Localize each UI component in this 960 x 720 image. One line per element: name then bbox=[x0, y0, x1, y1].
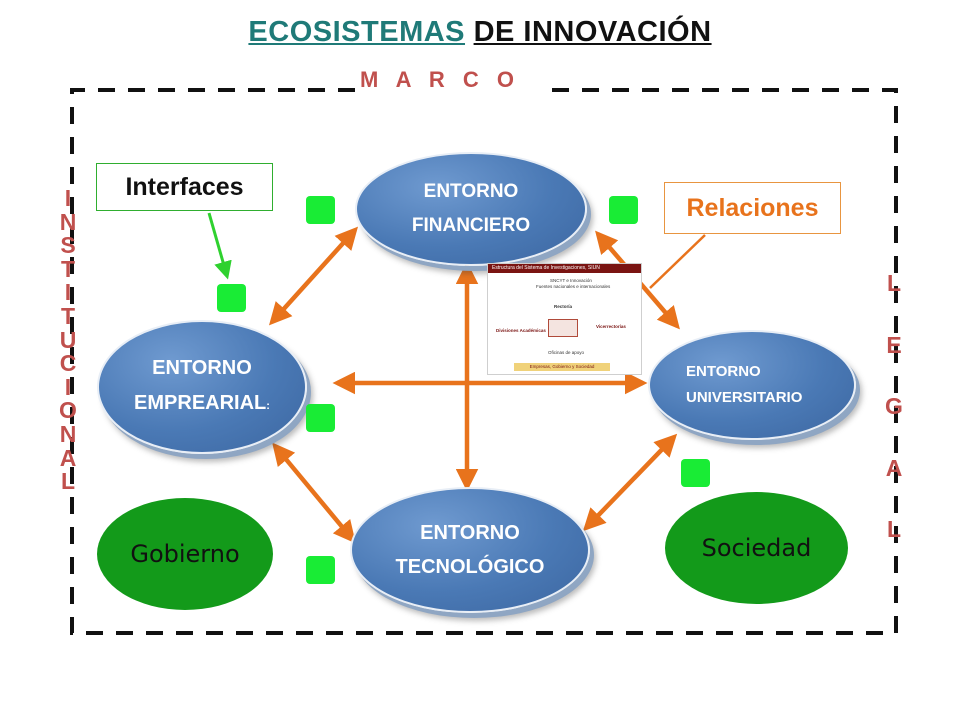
legal-letter: G bbox=[885, 393, 903, 419]
node-line: ENTORNO bbox=[420, 522, 520, 544]
node-line: FINANCIERO bbox=[411, 215, 531, 236]
interface-square bbox=[306, 196, 335, 224]
institucional-letter: N bbox=[59, 420, 77, 447]
node-line: EMPREARIAL: bbox=[134, 386, 270, 424]
interface-square bbox=[306, 556, 335, 584]
institucional-letter: A bbox=[59, 444, 77, 471]
label-legal: L E G A L bbox=[872, 253, 916, 561]
interface-square bbox=[217, 284, 246, 312]
legal-letter: E bbox=[886, 331, 902, 358]
thumbnail-line1: SNCYT e Innovación bbox=[550, 278, 592, 283]
arrow-universitario-tecnologico bbox=[582, 433, 678, 532]
node-entorno-empresarial: ENTORNO EMPREARIAL: bbox=[97, 320, 307, 454]
thumbnail-vicerrectorias: Vicerrectorías bbox=[596, 324, 626, 329]
institucional-letter: O bbox=[59, 397, 77, 424]
institucional-letter: S bbox=[60, 232, 76, 259]
node-entorno-financiero: ENTORNO FINANCIERO bbox=[355, 152, 587, 266]
thumbnail-header: Estructura del Sistema de Investigacione… bbox=[488, 264, 641, 273]
institucional-letter: I bbox=[64, 373, 72, 400]
arrow-financiero-empresarial bbox=[268, 226, 359, 326]
thumbnail-rectoria: Rectoría bbox=[554, 304, 573, 309]
node-sociedad: Sociedad bbox=[665, 492, 848, 604]
interface-square bbox=[681, 459, 710, 487]
legal-letter: A bbox=[885, 454, 903, 481]
node-gobierno: Gobierno bbox=[97, 498, 273, 610]
thumbnail-oficinas: Oficinas de apoyo bbox=[548, 350, 585, 355]
node-line: TECNOLÓGICO bbox=[395, 556, 545, 578]
frame-border bbox=[70, 88, 898, 635]
relaciones-pointer bbox=[649, 234, 706, 289]
institucional-letter: I bbox=[64, 279, 72, 306]
interface-square bbox=[609, 196, 638, 224]
node-line: ENTORNO bbox=[423, 181, 519, 202]
interfaces-pointer bbox=[207, 212, 232, 280]
arrow-empresarial-tecnologico bbox=[272, 442, 356, 544]
institucional-letter: N bbox=[59, 208, 77, 235]
institucional-letter: T bbox=[60, 255, 76, 282]
node-entorno-universitario: ENTORNO UNIVERSITARIO bbox=[648, 330, 856, 440]
interface-square bbox=[306, 404, 335, 432]
thumbnail-line2: Fuentes nacionales e internacionales bbox=[536, 284, 611, 289]
structure-thumbnail: Estructura del Sistema de Investigacione… bbox=[487, 263, 642, 375]
institucional-letter: L bbox=[60, 468, 76, 495]
thumbnail-divisiones: Divisiones Académicas bbox=[496, 328, 546, 333]
institucional-letter: U bbox=[59, 326, 77, 353]
label-institucional: I N S T I T U C I O N A L bbox=[50, 185, 86, 495]
title-part-ecosistemas: ECOSISTEMAS bbox=[248, 16, 466, 48]
thumbnail-bottom-bar: Empresas, Gobierno y Sociedad bbox=[514, 363, 610, 371]
node-line: ENTORNO bbox=[686, 363, 761, 380]
legal-letter: L bbox=[886, 516, 902, 542]
page-title: ECOSISTEMAS DE INNOVACIÓN bbox=[0, 16, 960, 49]
node-line-main: EMPREARIAL bbox=[134, 391, 267, 414]
title-part-innovacion: DE INNOVACIÓN bbox=[473, 16, 712, 48]
node-line: ENTORNO bbox=[152, 356, 252, 379]
callout-relaciones: Relaciones bbox=[664, 182, 841, 234]
node-line: UNIVERSITARIO bbox=[686, 389, 803, 406]
university-logo-box bbox=[548, 319, 578, 337]
institucional-letter: C bbox=[59, 350, 77, 377]
callout-interfaces: Interfaces bbox=[96, 163, 273, 211]
node-entorno-tecnologico: ENTORNO TECNOLÓGICO bbox=[350, 487, 590, 613]
legal-letter: L bbox=[886, 270, 902, 296]
frame-label-marco: M A R C O bbox=[360, 67, 520, 92]
institucional-letter: I bbox=[64, 185, 72, 211]
node-line-suffix: : bbox=[266, 399, 270, 412]
institucional-letter: T bbox=[60, 302, 76, 329]
